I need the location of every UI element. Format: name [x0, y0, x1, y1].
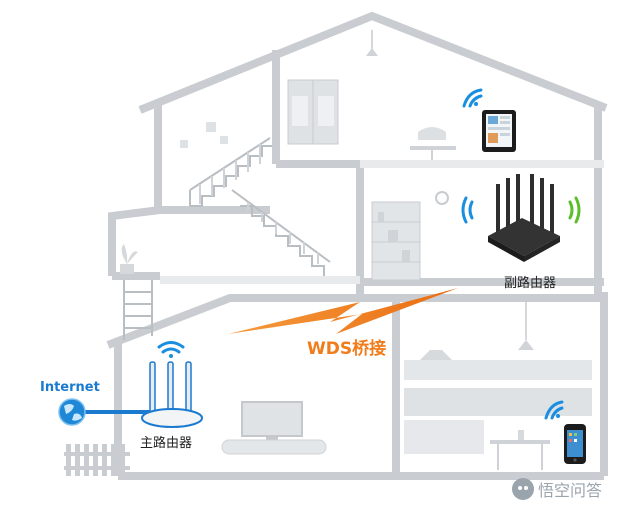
tablet-icon	[482, 110, 516, 152]
sub-router-label: 副路由器	[504, 276, 557, 291]
main-router-label: 主路由器	[140, 436, 193, 451]
watermark-logo-icon	[512, 478, 534, 500]
middle-floor-furniture	[120, 191, 449, 281]
sub-router-wifi-left-icon	[461, 196, 474, 224]
main-router-icon	[141, 361, 203, 428]
picket-fence	[64, 444, 130, 476]
staircase	[123, 137, 331, 340]
sub-router-wifi-right-icon	[568, 196, 581, 224]
lightning-bolt-icon	[228, 288, 458, 334]
globe-icon	[58, 398, 86, 426]
internet-label: Internet	[40, 380, 100, 395]
main-router-wifi-icon	[157, 341, 185, 358]
top-floor-furniture	[180, 30, 456, 160]
sub-router-icon	[488, 174, 560, 262]
phone-wifi-icon	[544, 400, 564, 420]
smartphone-icon	[564, 424, 586, 464]
watermark-text: 悟空问答	[538, 481, 603, 500]
watermark: 悟空问答	[512, 476, 602, 502]
wds-bridge-label: WDS桥接	[307, 339, 387, 359]
floor-slabs	[160, 160, 604, 284]
house-structure	[106, 11, 608, 480]
tablet-wifi-icon	[462, 88, 483, 108]
